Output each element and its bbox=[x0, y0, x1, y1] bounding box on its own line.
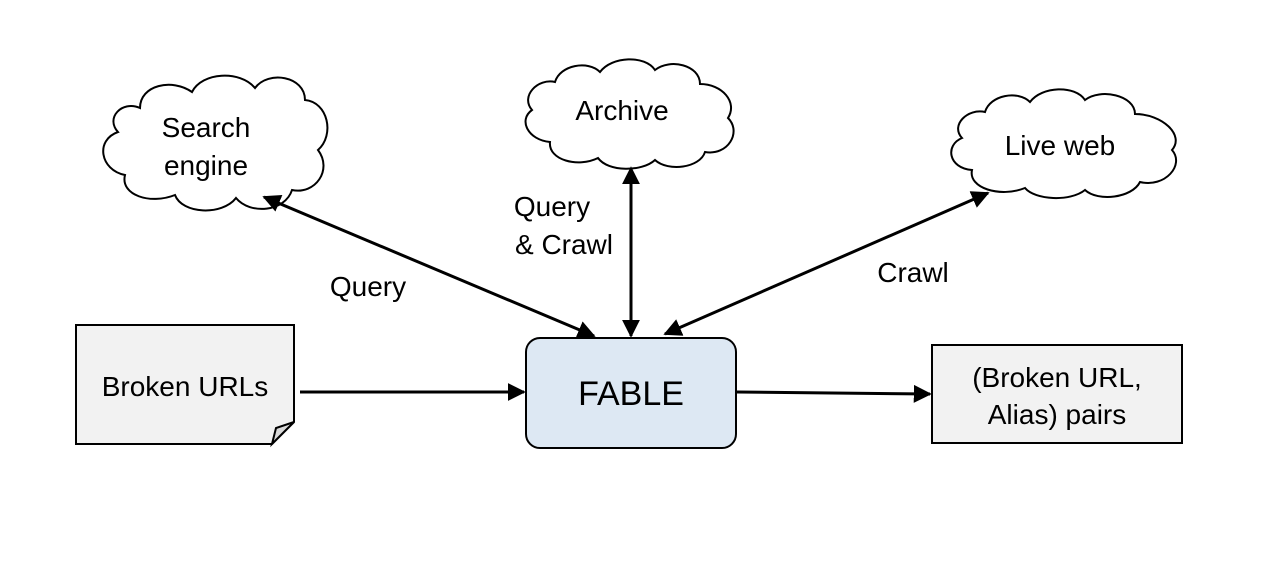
live-web-label: Live web bbox=[1005, 130, 1116, 161]
live-web-cloud: Live web bbox=[950, 88, 1178, 200]
output-label-line1: (Broken URL, bbox=[972, 362, 1142, 393]
archive-label: Archive bbox=[575, 95, 668, 126]
fable-label: FABLE bbox=[578, 375, 684, 413]
output-box: (Broken URL, Alias) pairs bbox=[931, 344, 1183, 444]
arrow-fable-to-output bbox=[736, 384, 932, 403]
edge-label-query: Query bbox=[330, 271, 406, 302]
output-label-line2: Alias) pairs bbox=[988, 399, 1126, 430]
search-engine-cloud-shape bbox=[102, 74, 329, 212]
edge-label-query-crawl-line1: Query bbox=[514, 191, 590, 222]
archive-cloud: Archive bbox=[524, 58, 735, 170]
search-engine-label-line1: Search bbox=[162, 112, 251, 143]
live-web-cloud-shape bbox=[950, 88, 1178, 200]
output-box-shape bbox=[931, 344, 1183, 444]
edge-label-query-crawl-line2: & Crawl bbox=[515, 229, 613, 260]
broken-urls-document: Broken URLs bbox=[75, 324, 295, 448]
broken-urls-label: Broken URLs bbox=[102, 371, 269, 402]
fable-box: FABLE bbox=[525, 337, 737, 449]
arrow-fable-live-web bbox=[663, 191, 990, 336]
fable-box-shape bbox=[525, 337, 737, 449]
arrow-fable-search-engine bbox=[262, 194, 596, 339]
archive-cloud-shape bbox=[524, 58, 735, 170]
search-engine-label-line2: engine bbox=[164, 150, 248, 181]
document-fold-corner bbox=[270, 421, 295, 448]
edge-label-crawl: Crawl bbox=[877, 257, 949, 288]
search-engine-cloud: Search engine bbox=[102, 74, 329, 212]
